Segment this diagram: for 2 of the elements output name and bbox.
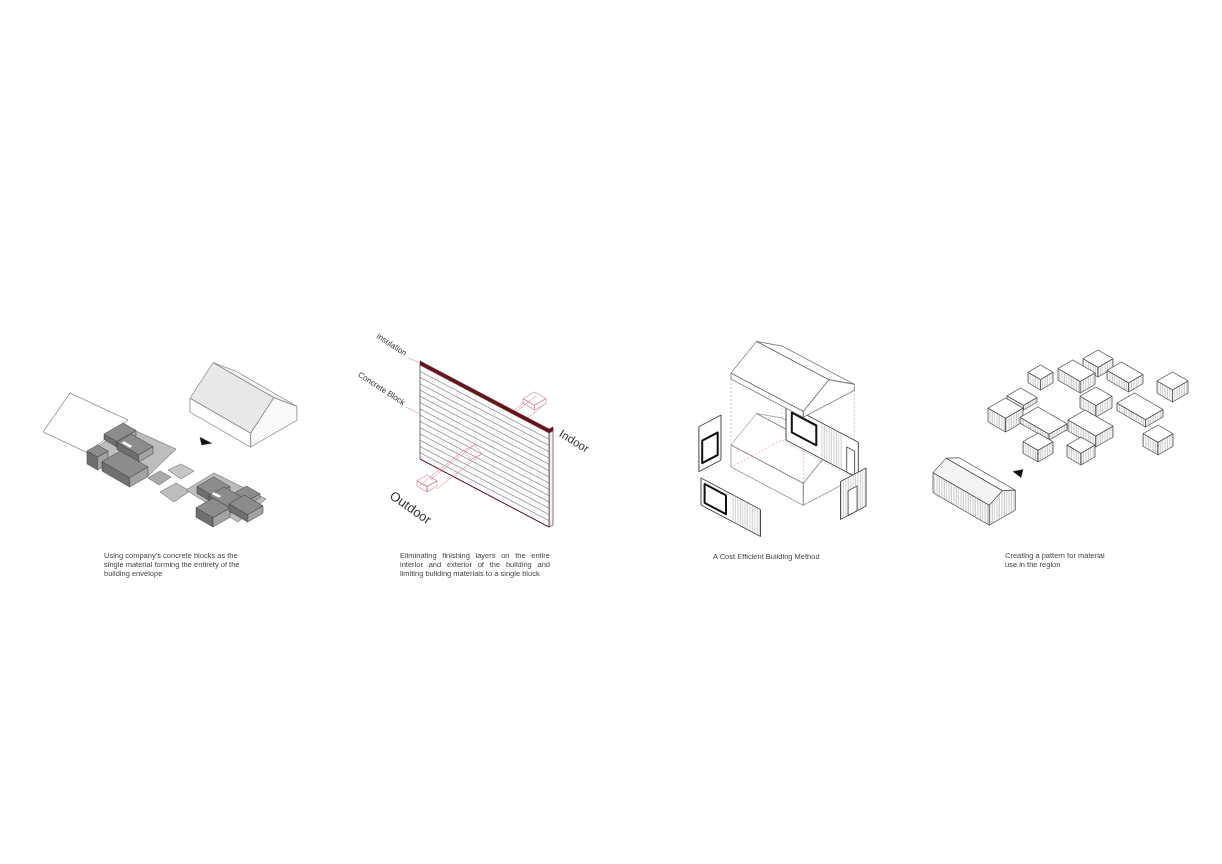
leader-line — [405, 406, 421, 415]
leader-line — [407, 357, 421, 364]
